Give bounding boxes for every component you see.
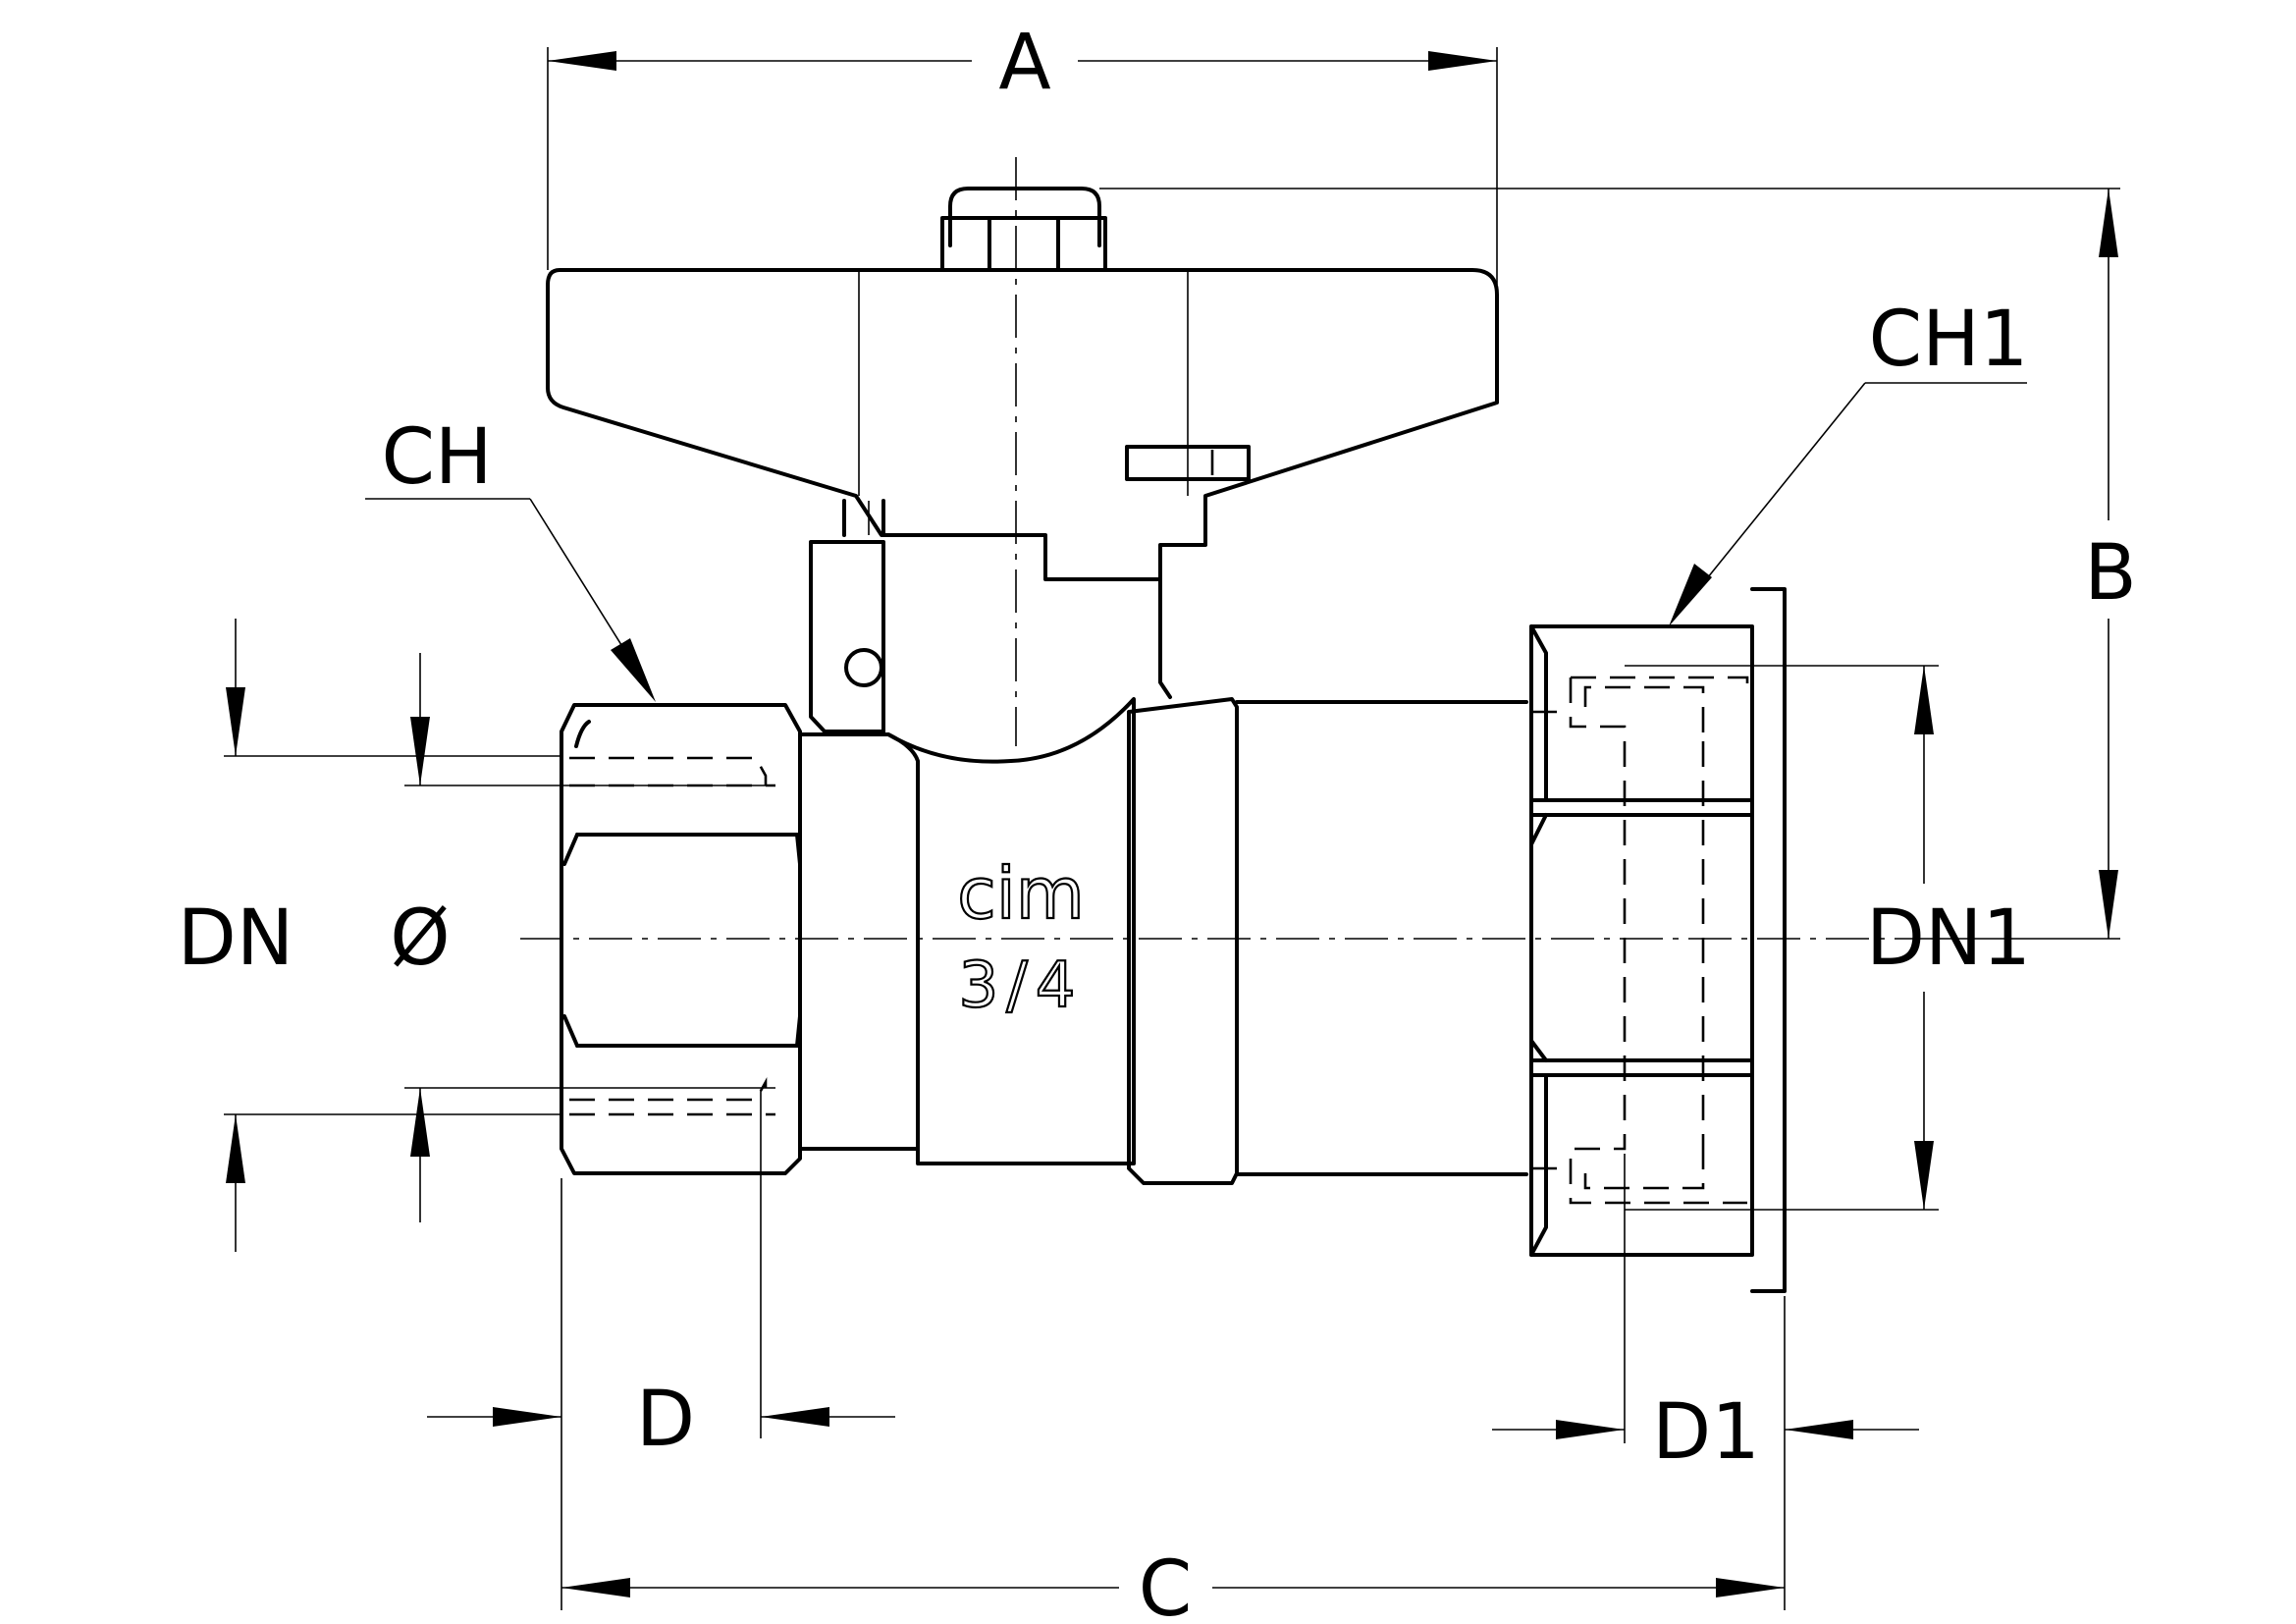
label-CH1: CH1 xyxy=(1869,296,2029,384)
valve-body xyxy=(560,540,1787,1293)
dimension-D: D xyxy=(427,1090,895,1464)
label-phi: Ø xyxy=(390,894,450,983)
brand-marking: cim xyxy=(957,852,1085,935)
label-DN1: DN1 xyxy=(1866,894,2031,983)
leader-CH: CH xyxy=(365,413,656,702)
label-C: C xyxy=(1139,1545,1192,1624)
label-CH: CH xyxy=(381,413,492,502)
label-D: D xyxy=(636,1376,695,1464)
dimension-C: C xyxy=(561,1178,1786,1624)
size-marking: 3/4 xyxy=(959,949,1084,1022)
dimension-A: A xyxy=(547,19,1498,285)
label-A: A xyxy=(998,19,1050,107)
dimension-DN1: DN1 xyxy=(1625,665,2031,1211)
valve-handle xyxy=(546,187,1499,581)
label-DN: DN xyxy=(178,894,294,983)
center-lines xyxy=(520,157,1895,940)
dimension-phi: Ø xyxy=(390,653,775,1222)
dimension-D1: D1 xyxy=(1492,1154,1919,1477)
body-marking: cim 3/4 xyxy=(956,851,1086,1023)
dimension-B: B xyxy=(1099,188,2137,940)
label-D1: D1 xyxy=(1652,1388,1760,1477)
dimension-DN: DN xyxy=(178,619,561,1252)
leader-CH1: CH1 xyxy=(1669,296,2028,626)
label-B: B xyxy=(2084,529,2137,618)
